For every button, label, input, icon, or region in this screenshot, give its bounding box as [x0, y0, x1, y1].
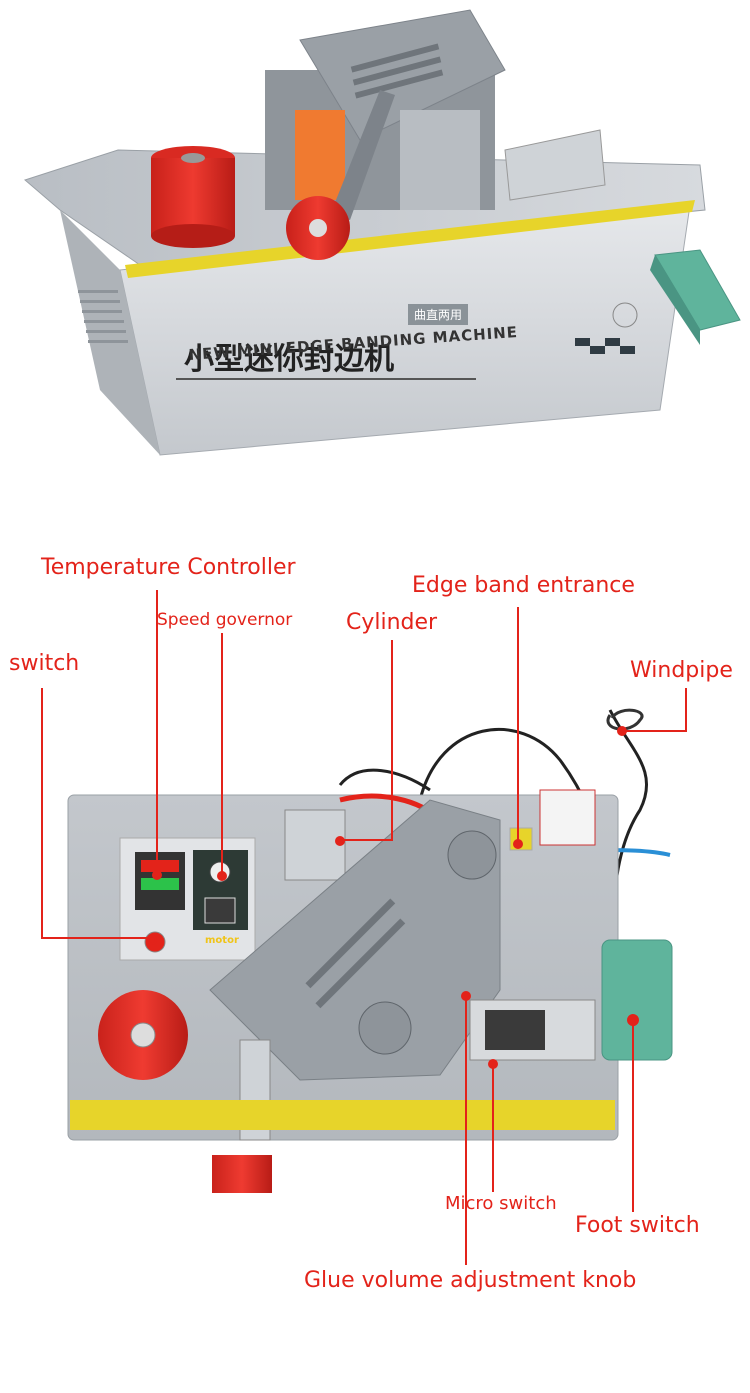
label-windpipe: Windpipe: [630, 658, 733, 683]
label-micro-switch: Micro switch: [445, 1193, 557, 1214]
yellow-front-strip: [70, 1100, 615, 1130]
label-foot-switch: Foot switch: [575, 1213, 700, 1238]
machine-top-photo: [23, 9, 741, 456]
machine-topview-photo: [67, 708, 673, 1193]
yellow-strip: [125, 200, 695, 278]
label-temperature-controller: Temperature Controller: [41, 555, 296, 580]
machine-badge-cn: 曲直两用: [408, 304, 469, 325]
label-glue-knob: Glue volume adjustment knob: [304, 1268, 637, 1293]
label-cylinder: Cylinder: [346, 610, 438, 635]
machine-title-cn: 小型迷你封边机: [184, 342, 394, 377]
label-switch: switch: [9, 651, 80, 676]
foot-pedal: [601, 939, 673, 1061]
motor-brand-label: motor: [205, 935, 239, 946]
label-edge-band-entrance: Edge band entrance: [412, 573, 635, 598]
label-speed-governor: Speed governor: [157, 610, 293, 630]
